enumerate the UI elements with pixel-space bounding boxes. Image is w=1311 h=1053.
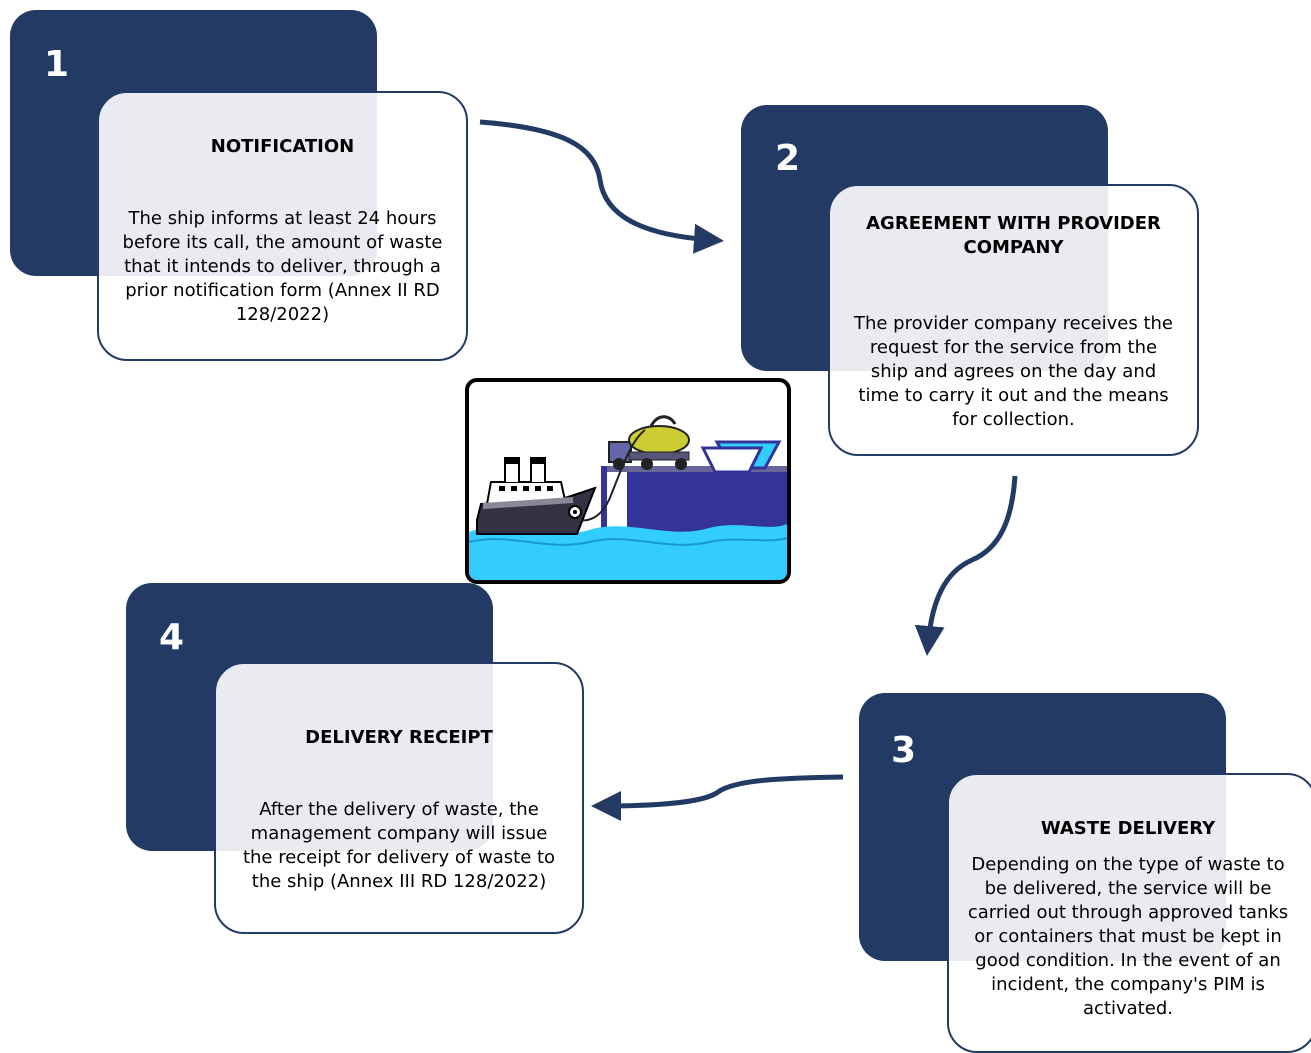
step-4-number: 4 bbox=[159, 617, 185, 658]
step-3-number: 3 bbox=[891, 730, 917, 771]
step-1-card: NOTIFICATION The ship informs at least 2… bbox=[97, 91, 468, 361]
step-4-title: DELIVERY RECEIPT bbox=[305, 727, 493, 748]
step-2-body: The provider company receives the reques… bbox=[853, 313, 1174, 430]
step-1-body: The ship informs at least 24 hours befor… bbox=[122, 208, 443, 325]
step-1-number: 1 bbox=[44, 44, 70, 85]
step-4-body: After the delivery of waste, the managem… bbox=[242, 799, 556, 892]
ship-waste-delivery-icon bbox=[469, 415, 787, 580]
step-3-body: Depending on the type of waste to be del… bbox=[967, 854, 1289, 1019]
step-4-card: DELIVERY RECEIPT After the delivery of w… bbox=[214, 662, 584, 934]
step-2-title: AGREEMENT WITH PROVIDER COMPANY bbox=[866, 213, 1161, 258]
step-3-card: WASTE DELIVERY Depending on the type of … bbox=[947, 773, 1311, 1053]
arrow-1-to-2 bbox=[479, 119, 724, 254]
step-1-title: NOTIFICATION bbox=[210, 136, 355, 157]
step-3-title: WASTE DELIVERY bbox=[1040, 818, 1216, 839]
ship-illustration bbox=[465, 378, 791, 584]
step-2-number: 2 bbox=[775, 138, 801, 179]
step-2-card: AGREEMENT WITH PROVIDER COMPANY The prov… bbox=[828, 184, 1199, 456]
arrow-3-to-4 bbox=[591, 774, 844, 821]
arrow-2-to-3 bbox=[914, 475, 1018, 656]
